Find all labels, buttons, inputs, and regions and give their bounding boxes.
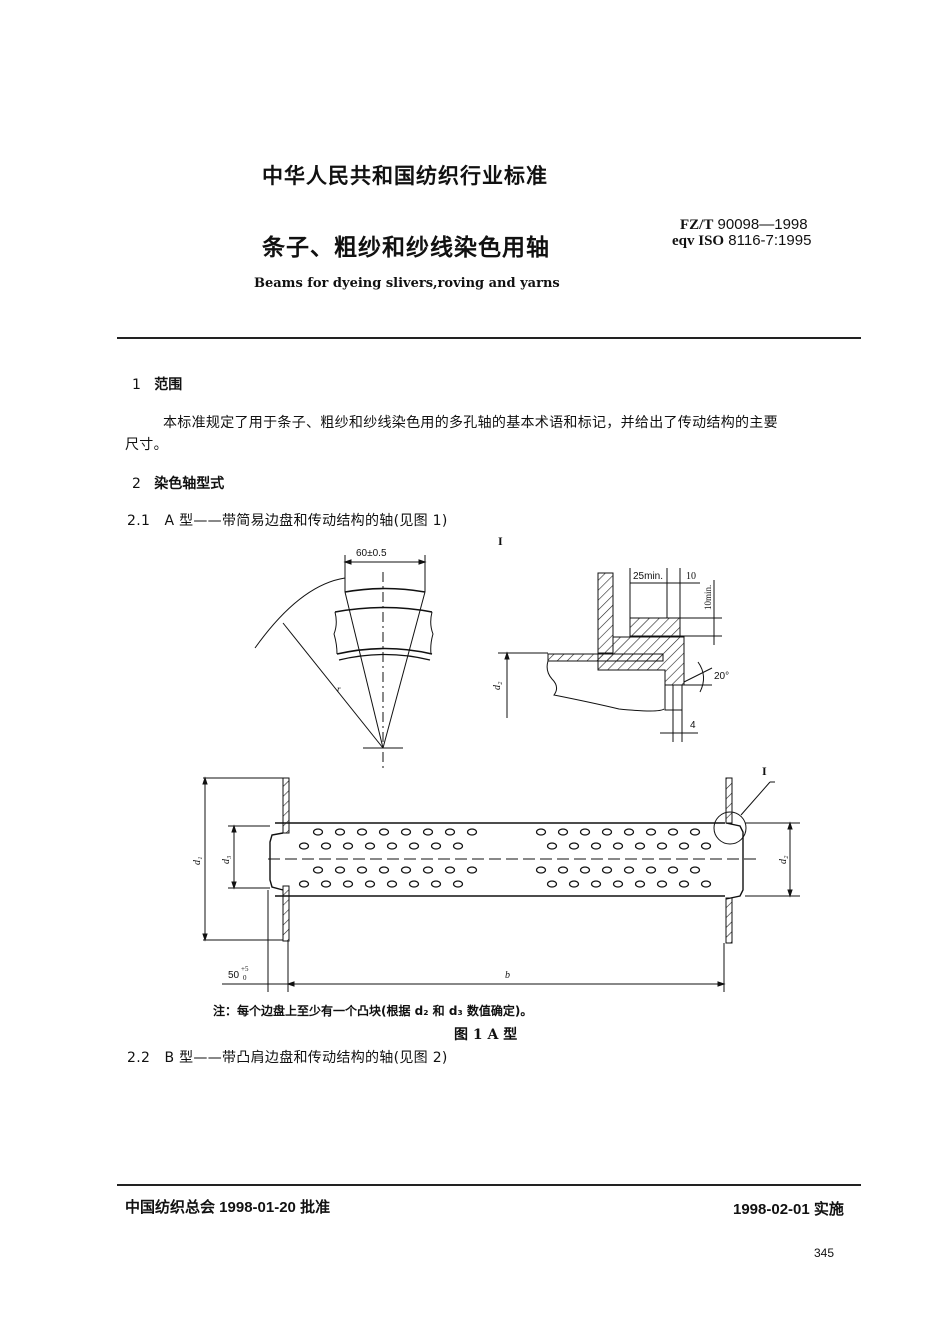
approval-date: 中国纺织总会 1998-01-20 批准 bbox=[125, 1199, 331, 1216]
figure-1-note: 注：每个边盘上至少有一个凸块(根据 d₂ 和 d₃ 数值确定)。 bbox=[213, 1004, 533, 1018]
iso-equivalence: eqv ISO 8116-7:1995 bbox=[672, 232, 811, 250]
svg-text:50: 50 bbox=[228, 970, 240, 981]
svg-text:4: 4 bbox=[690, 720, 696, 731]
iso-equivalence-prefix: eqv ISO bbox=[672, 233, 725, 249]
header-divider bbox=[117, 337, 861, 339]
document-title-en: Beams for dyeing slivers,roving and yarn… bbox=[254, 276, 560, 291]
subsection-2-1: 2.1 A 型——带简易边盘和传动结构的轴(见图 1) bbox=[127, 510, 448, 530]
section-2-heading: 2 染色轴型式 bbox=[132, 473, 224, 493]
section-number: 1 bbox=[132, 377, 141, 393]
standard-code-prefix: FZ/T bbox=[680, 217, 714, 233]
svg-text:d₃: d₃ bbox=[221, 855, 232, 864]
iso-equivalence-number: 8116-7:1995 bbox=[728, 232, 812, 249]
subsection-number: 2.1 bbox=[127, 513, 151, 529]
standard-organization-title: 中华人民共和国纺织行业标准 bbox=[262, 164, 548, 188]
svg-text:d₂: d₂ bbox=[492, 681, 503, 690]
implementation-date: 1998-02-01 实施 bbox=[733, 1201, 844, 1218]
figure-1-caption: 图 1 A 型 bbox=[454, 1027, 518, 1043]
standard-code: FZ/T 90098—1998 bbox=[680, 216, 808, 234]
subsection-text: A 型——带简易边盘和传动结构的轴(见图 1) bbox=[164, 513, 448, 529]
section-title: 染色轴型式 bbox=[154, 476, 225, 492]
svg-text:r: r bbox=[337, 684, 341, 694]
page-number: 345 bbox=[814, 1246, 835, 1260]
section-number: 2 bbox=[132, 476, 141, 492]
subsection-text: B 型——带凸肩边盘和传动结构的轴(见图 2) bbox=[164, 1050, 448, 1066]
footer-divider bbox=[117, 1184, 861, 1186]
document-title-cn: 条子、粗纱和纱线染色用轴 bbox=[262, 235, 550, 261]
standard-code-number: 90098—1998 bbox=[717, 216, 808, 233]
svg-text:+5: +5 bbox=[241, 965, 249, 973]
scope-paragraph-line2: 尺寸。 bbox=[125, 437, 168, 453]
scope-paragraph-line1: 本标准规定了用于条子、粗纱和纱线染色用的多孔轴的基本术语和标记，并给出了传动结构… bbox=[163, 415, 778, 431]
svg-text:60±0.5: 60±0.5 bbox=[356, 548, 387, 559]
section-title: 范围 bbox=[154, 377, 183, 393]
section-1-heading: 1 范围 bbox=[132, 374, 182, 394]
svg-text:d₁: d₁ bbox=[192, 857, 203, 865]
svg-text:0: 0 bbox=[243, 974, 247, 982]
svg-text:b: b bbox=[505, 970, 510, 981]
subsection-2-2: 2.2 B 型——带凸肩边盘和传动结构的轴(见图 2) bbox=[127, 1047, 448, 1067]
svg-text:I: I bbox=[498, 534, 503, 548]
svg-text:10min.: 10min. bbox=[703, 585, 713, 610]
svg-text:20°: 20° bbox=[714, 671, 729, 682]
svg-text:10: 10 bbox=[686, 571, 696, 582]
svg-text:25min.: 25min. bbox=[633, 571, 663, 582]
svg-text:I: I bbox=[762, 764, 767, 778]
subsection-number: 2.2 bbox=[127, 1050, 151, 1066]
svg-text:d₂: d₂ bbox=[778, 855, 789, 864]
